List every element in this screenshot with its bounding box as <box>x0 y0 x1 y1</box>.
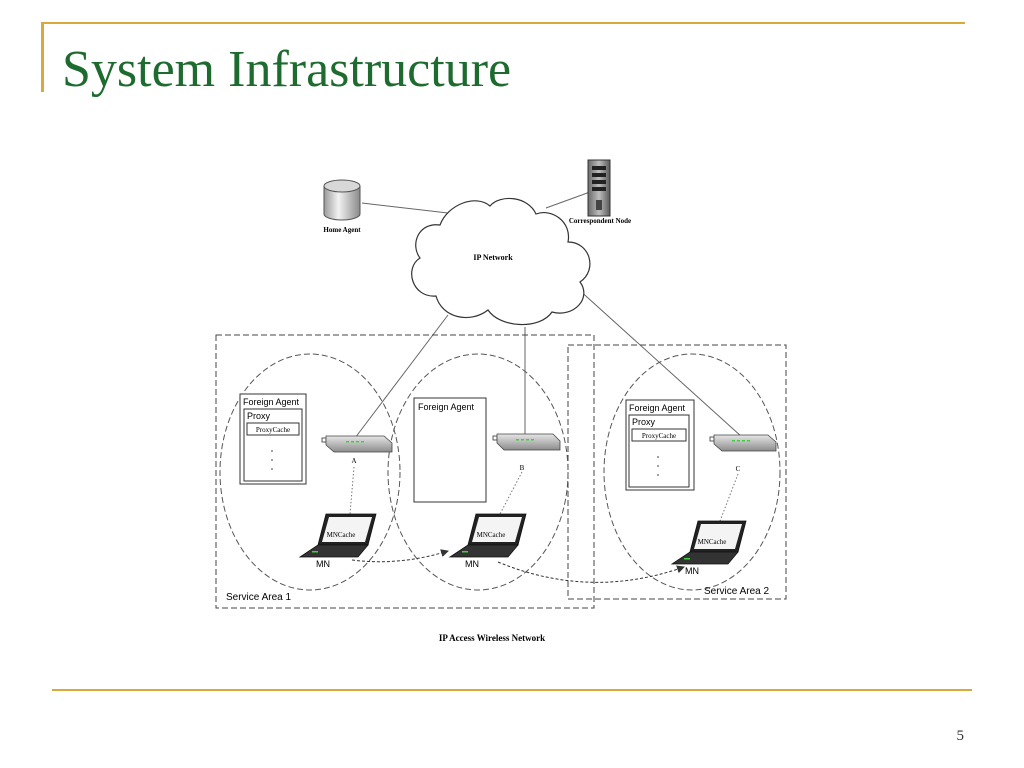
proxy-label: Proxy <box>632 417 656 427</box>
proxycache-label: ProxyCache <box>642 432 676 440</box>
service-area-1-label: Service Area 1 <box>226 592 291 603</box>
foreign-agent-label: Foreign Agent <box>629 403 686 413</box>
cell-b-coverage <box>387 353 569 591</box>
foreign-agent-b: Foreign Agent <box>413 397 487 503</box>
ip-network-label: IP Network <box>473 253 513 262</box>
foreign-agent-label: Foreign Agent <box>418 402 475 412</box>
router-c-label: C <box>736 465 741 473</box>
accent-bar-top <box>41 22 965 24</box>
router-b-label: B <box>520 464 525 472</box>
laptop-icon-1 <box>298 513 377 558</box>
accent-bar-vertical <box>41 22 44 92</box>
laptop-icon-3 <box>670 520 747 565</box>
laptop-icon-2 <box>448 513 527 558</box>
mncache-label: MNCache <box>327 531 356 539</box>
cell-c-coverage <box>603 353 781 591</box>
diagram-caption: IP Access Wireless Network <box>439 633 545 643</box>
foreign-agent-label: Foreign Agent <box>243 397 300 407</box>
accent-bar-bottom <box>52 689 972 691</box>
cell-a-coverage <box>219 353 401 591</box>
slide-title: System Infrastructure <box>62 41 512 98</box>
link-home-agent <box>361 202 449 214</box>
page-number: 5 <box>956 728 965 744</box>
mn-label: MN <box>465 559 479 569</box>
movement-arrow-2 <box>497 561 685 583</box>
router-c-icon <box>709 434 777 452</box>
proxy-label: Proxy <box>247 411 271 421</box>
correspondent-node-label: Correspondent Node <box>569 217 631 225</box>
foreign-agent-a: Foreign Agent Proxy ProxyCache <box>239 393 307 485</box>
mncache-label: MNCache <box>698 538 727 546</box>
mobility-arrows <box>351 549 685 583</box>
proxycache-label: ProxyCache <box>256 426 290 434</box>
service-area-2-box <box>567 344 787 600</box>
service-area-1-box <box>215 334 595 609</box>
mncache-label: MNCache <box>477 531 506 539</box>
router-a-icon <box>321 435 393 453</box>
mn-label: MN <box>316 559 330 569</box>
server-icon <box>587 159 611 217</box>
mn-label: MN <box>685 566 699 576</box>
router-a-label: A <box>351 457 356 465</box>
home-agent-label: Home Agent <box>323 226 361 234</box>
link-correspondent-node <box>545 191 591 209</box>
router-b-icon <box>492 433 561 451</box>
service-area-2-label: Service Area 2 <box>704 586 769 597</box>
movement-arrow-1 <box>351 549 449 563</box>
wireless-links <box>349 466 739 522</box>
ellipsis-dots <box>271 450 273 470</box>
ellipsis-dots <box>657 456 659 476</box>
foreign-agent-c: Foreign Agent Proxy ProxyCache <box>625 399 695 491</box>
home-agent-icon <box>323 179 361 221</box>
cloud-icon <box>411 197 591 326</box>
